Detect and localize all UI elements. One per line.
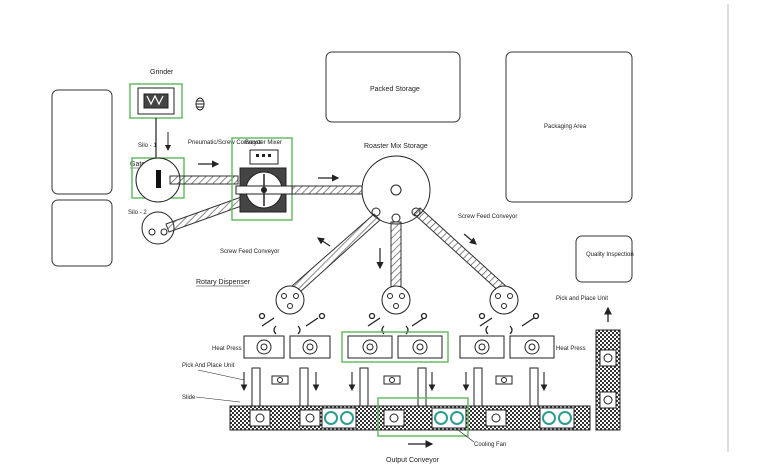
packed-storage-label: Packed Storage (370, 86, 420, 93)
heat-presses (243, 335, 555, 359)
output-conveyor-middle-highlight (377, 397, 469, 437)
grinder-label: Grinder (150, 69, 174, 76)
slide-arrows (240, 372, 548, 392)
heat-press-left-label: Heat Press (212, 346, 242, 352)
silo2-label: Silo - 2 (128, 210, 147, 216)
left-storage-box-2 (51, 199, 113, 267)
pneumatic-conveyor-label: Pneumatic/Screw Conveyor (188, 140, 262, 146)
screw-conveyor-silo2 (165, 195, 248, 233)
cooling-fan-label: Cooling Fan (474, 442, 506, 448)
gate-label: Gate (130, 161, 145, 168)
fan-icon (321, 407, 575, 429)
rotary-dispenser-1 (275, 285, 305, 315)
booster-mixer-highlight (231, 137, 293, 221)
roaster-mix-storage-label: Roaster Mix Storage (364, 143, 428, 150)
slide-pivots (277, 377, 507, 383)
slides (251, 367, 539, 409)
silo-gate (156, 170, 161, 188)
conveyor-rollers (249, 409, 507, 427)
rotary-dispenser-3 (489, 285, 519, 315)
grinder-motor-icon (195, 97, 205, 111)
heat-press-right-label: Heat Press (556, 346, 586, 352)
packed-storage (325, 51, 461, 123)
quality-inspection-label: Quality Inspection (586, 252, 634, 258)
pick-place-brackets (273, 325, 513, 335)
screw-conveyor-to-dispenser-left (291, 213, 381, 293)
booster-mixer-label: Booster Mixer (245, 140, 282, 146)
screw-feed-conveyor-right-label: Screw Feed Conveyor (458, 214, 517, 220)
left-storage-box-1 (51, 89, 113, 195)
screw-conveyor-to-dispenser-right (413, 207, 509, 295)
screw-conveyor-silo1 (169, 175, 239, 185)
packaging-area (505, 51, 633, 203)
grinder (137, 87, 175, 115)
screw-conveyor-to-dispenser-middle (390, 221, 402, 293)
quality-inspection (575, 235, 633, 283)
slide-label: Slide (182, 395, 196, 401)
vertical-conveyor (595, 329, 621, 431)
pick-place-arms-upper (258, 312, 540, 327)
rotary-dispenser-2 (381, 285, 411, 315)
packaging-area-label: Packaging Area (544, 124, 587, 130)
heat-press-middle-highlight (341, 331, 449, 363)
rotary-dispenser-label: Rotary Dispenser (196, 279, 251, 286)
output-conveyor (229, 405, 591, 431)
screw-feed-conveyor-left-label: Screw Feed Conveyor (220, 249, 279, 255)
screw-conveyor-mixer-roaster (291, 185, 363, 195)
output-conveyor-label: Output Conveyor (386, 457, 440, 464)
pick-place-left-label-line1: Pick And Place Unit (182, 363, 235, 369)
pick-place-right-label: Pick and Place Unit (556, 296, 608, 302)
silo1-label: Silo - 1 (138, 143, 157, 149)
booster-mixer (235, 149, 293, 213)
